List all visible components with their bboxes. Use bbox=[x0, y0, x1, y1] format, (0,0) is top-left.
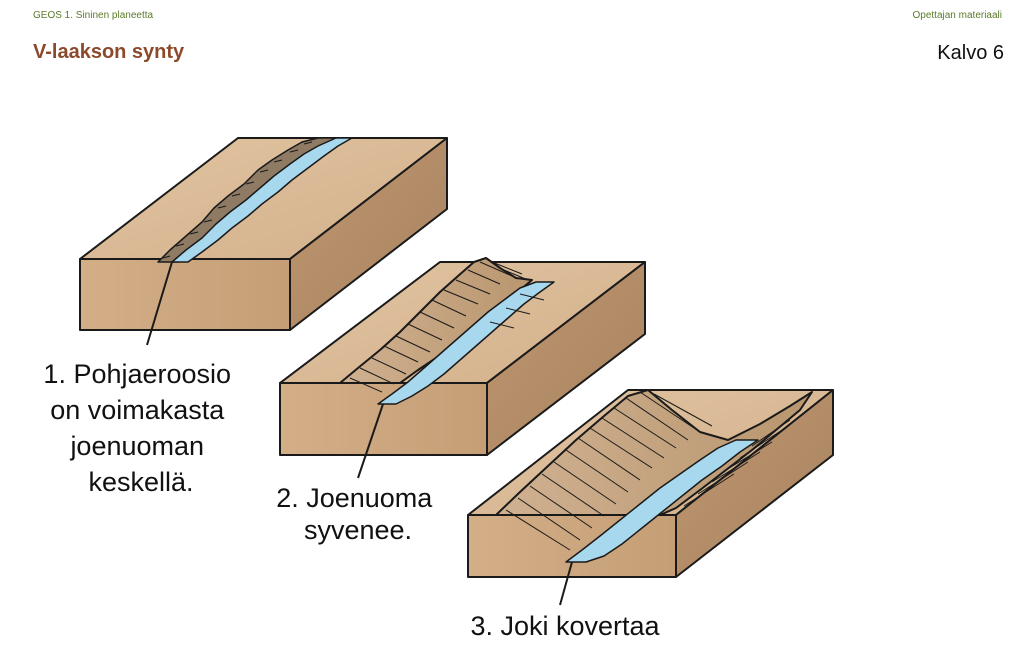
block-stage-3 bbox=[467, 389, 834, 578]
course-name: GEOS 1. Sininen planeetta bbox=[33, 10, 154, 21]
stage1-label: 1. Pohjaeroosio on voimakasta joenuoman … bbox=[43, 359, 238, 497]
pointer-line-1 bbox=[146, 261, 173, 346]
block2-front bbox=[279, 382, 488, 456]
block1-hatching bbox=[162, 141, 313, 259]
slide-number: Kalvo 6 bbox=[937, 42, 1004, 64]
block3-hatching bbox=[505, 391, 791, 551]
block2-river bbox=[377, 281, 555, 405]
block-stage-1 bbox=[79, 137, 448, 331]
stage1-line4: keskellä. bbox=[88, 467, 193, 497]
block3-valley bbox=[495, 389, 813, 516]
stage2-label: 2. Joenuoma syvenee. bbox=[276, 483, 440, 545]
block-stage-2 bbox=[279, 257, 646, 456]
stage1-line3: joenuoman bbox=[69, 431, 204, 461]
material-type: Opettajan materiaali bbox=[912, 10, 1003, 21]
pointer-line-3 bbox=[559, 561, 573, 606]
pointer-line-2 bbox=[357, 403, 384, 479]
block1-side bbox=[289, 137, 448, 331]
block3-side bbox=[675, 389, 834, 578]
block1-front bbox=[79, 258, 291, 331]
block2-hatching bbox=[349, 261, 545, 393]
stage2-line2: syvenee. bbox=[304, 515, 412, 545]
stage1-line1: 1. Pohjaeroosio bbox=[43, 359, 231, 389]
stage3-label: 3. Joki kovertaa bbox=[470, 611, 660, 641]
block2-side bbox=[486, 261, 646, 456]
stage2-line1: 2. Joenuoma bbox=[276, 483, 433, 513]
block1-river bbox=[171, 137, 353, 263]
stage3-line1: 3. Joki kovertaa bbox=[470, 611, 660, 641]
page-title: V-laakson synty bbox=[33, 41, 185, 63]
block3-river bbox=[565, 439, 759, 563]
stage1-line2: on voimakasta bbox=[50, 395, 225, 425]
